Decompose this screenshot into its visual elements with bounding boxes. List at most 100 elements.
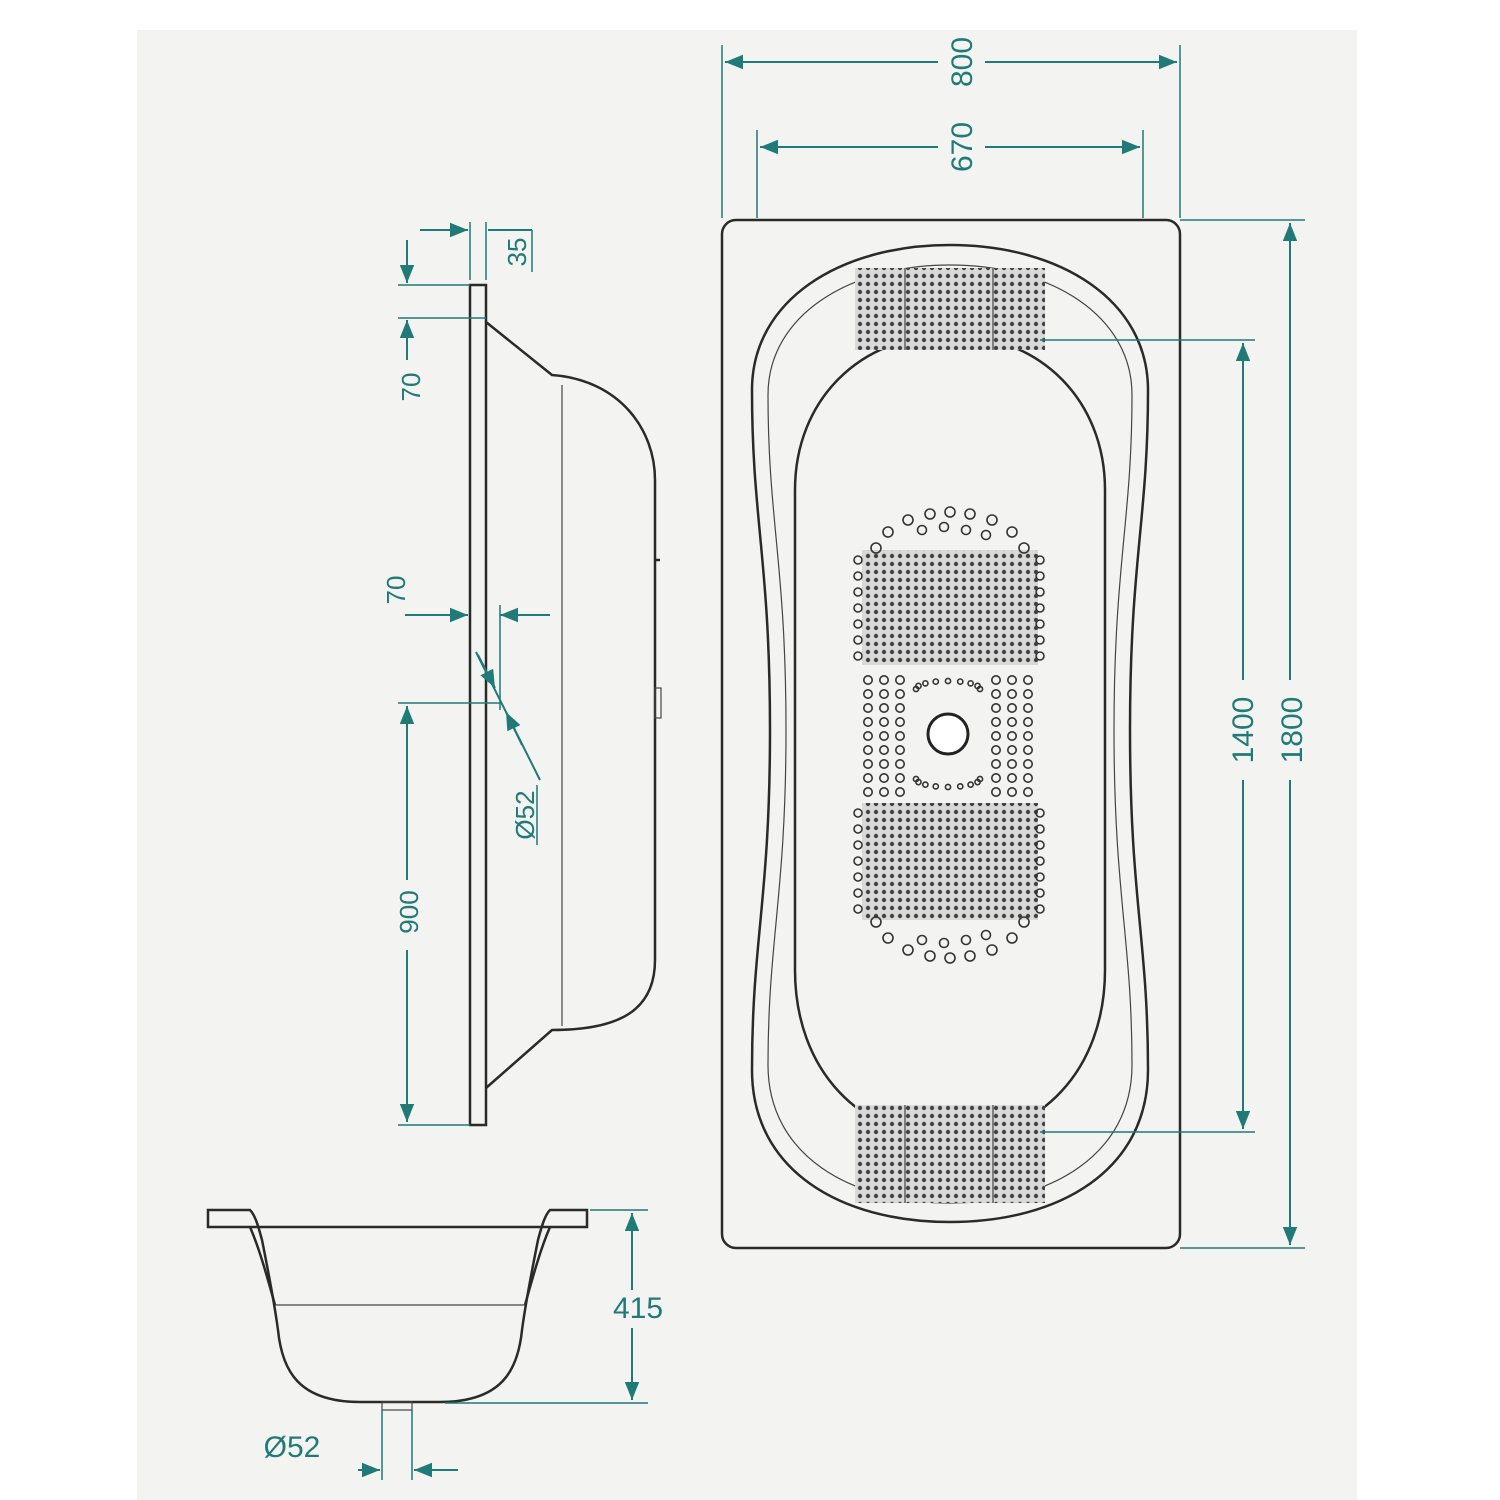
antislip-dot xyxy=(1022,702,1033,713)
dim-length-inner: 1400 xyxy=(1227,697,1260,764)
antislip-dot xyxy=(1018,542,1030,554)
dim-drain-offset: 70 xyxy=(381,576,411,605)
antislip-dot xyxy=(853,824,863,834)
antislip-dot xyxy=(878,786,889,797)
antislip-dot xyxy=(862,744,873,755)
antislip-dot xyxy=(1022,716,1033,727)
side-overflow-bump xyxy=(654,687,662,719)
dim-drain-diameter-side: Ø52 xyxy=(510,790,540,839)
dim-depth: 415 xyxy=(613,1292,663,1325)
antislip-dot xyxy=(853,904,863,914)
dim-drain-diameter-end: Ø52 xyxy=(264,1431,321,1464)
dim-drain-to-end: 900 xyxy=(394,890,424,933)
antislip-dot xyxy=(967,679,975,687)
antislip-dot xyxy=(853,635,863,645)
antislip-dot xyxy=(1035,904,1045,914)
antislip-dot xyxy=(1022,786,1033,797)
antislip-dot xyxy=(1035,555,1045,565)
antislip-dot xyxy=(956,678,964,686)
antislip-dot xyxy=(990,772,1001,783)
antislip-dot xyxy=(960,524,972,536)
dim-rim-thickness: 35 xyxy=(502,238,532,267)
antislip-dot xyxy=(878,744,889,755)
antislip-dot xyxy=(1022,674,1033,685)
end-tub-profile xyxy=(206,1208,589,1404)
antislip-dot xyxy=(964,950,976,962)
antislip-dot xyxy=(894,674,905,685)
antislip-dot xyxy=(902,944,914,956)
top-view: 800 670 1400 1800 xyxy=(720,37,1309,1250)
antislip-dot xyxy=(862,702,873,713)
antislip-dot xyxy=(870,542,882,554)
antislip-dot xyxy=(878,674,889,685)
antislip-dot xyxy=(878,772,889,783)
antislip-dot xyxy=(853,651,863,661)
headrest-texture-top xyxy=(855,268,1045,350)
dim-length-outer: 1800 xyxy=(1276,697,1309,764)
antislip-dot xyxy=(1022,730,1033,741)
antislip-dot xyxy=(924,508,936,520)
antislip-dot xyxy=(990,702,1001,713)
side-view: 35 70 70 Ø52 900 xyxy=(381,222,662,1127)
antislip-dot xyxy=(1035,603,1045,613)
antislip-dot xyxy=(853,888,863,898)
antislip-dot xyxy=(974,778,981,786)
antislip-dot xyxy=(912,775,920,783)
antislip-dot xyxy=(990,758,1001,769)
end-view: 415 Ø52 xyxy=(206,1208,663,1480)
antislip-dot xyxy=(980,529,992,541)
antislip-dot xyxy=(1006,526,1018,538)
antislip-dot xyxy=(944,677,952,685)
antislip-dot xyxy=(870,916,882,928)
antislip-dot xyxy=(1035,587,1045,597)
antislip-dot xyxy=(862,688,873,699)
antislip-dot xyxy=(944,952,956,964)
antislip-dot xyxy=(1022,688,1033,699)
antislip-dot xyxy=(1035,571,1045,581)
antislip-dot xyxy=(862,786,873,797)
antislip-dot xyxy=(990,674,1001,685)
antislip-dot xyxy=(1006,744,1017,755)
antislip-dot xyxy=(1035,824,1045,834)
antislip-dot xyxy=(924,950,936,962)
antislip-dot xyxy=(853,555,863,565)
antislip-dot xyxy=(990,786,1001,797)
antislip-dot xyxy=(1006,758,1017,769)
antislip-dot xyxy=(878,730,889,741)
antislip-dot xyxy=(894,702,905,713)
tub-basin-outer xyxy=(750,243,1150,1224)
antislip-dot xyxy=(932,678,940,686)
antislip-dot xyxy=(862,716,873,727)
dim-rim-to-shoulder: 70 xyxy=(396,373,426,402)
antislip-dot xyxy=(1022,772,1033,783)
antislip-dot xyxy=(894,744,905,755)
antislip-dot xyxy=(894,758,905,769)
antislip-dot xyxy=(1035,619,1045,629)
antislip-dot xyxy=(853,856,863,866)
antislip-dot xyxy=(894,772,905,783)
antislip-dot xyxy=(1006,702,1017,713)
antislip-dot xyxy=(986,944,998,956)
antislip-dot xyxy=(853,808,863,818)
dim-width-inner: 670 xyxy=(946,122,979,172)
antislip-dot xyxy=(862,674,873,685)
antislip-dot xyxy=(853,587,863,597)
antislip-dot xyxy=(1022,744,1033,755)
antislip-dot xyxy=(944,506,956,518)
tub-rim-outline xyxy=(720,218,1182,1250)
antislip-dot xyxy=(938,937,950,949)
antislip-dot xyxy=(1006,716,1017,727)
antislip-dot xyxy=(1006,674,1017,685)
antislip-pad-lower xyxy=(862,803,1038,920)
antislip-dot xyxy=(1018,916,1030,928)
antislip-dot xyxy=(1035,888,1045,898)
antislip-dot xyxy=(853,571,863,581)
antislip-dot xyxy=(1006,688,1017,699)
antislip-dot xyxy=(938,521,950,533)
antislip-dot xyxy=(960,934,972,946)
drain-outlet xyxy=(926,712,970,756)
antislip-dot xyxy=(853,840,863,850)
antislip-dot xyxy=(990,730,1001,741)
antislip-dot xyxy=(1006,932,1018,944)
